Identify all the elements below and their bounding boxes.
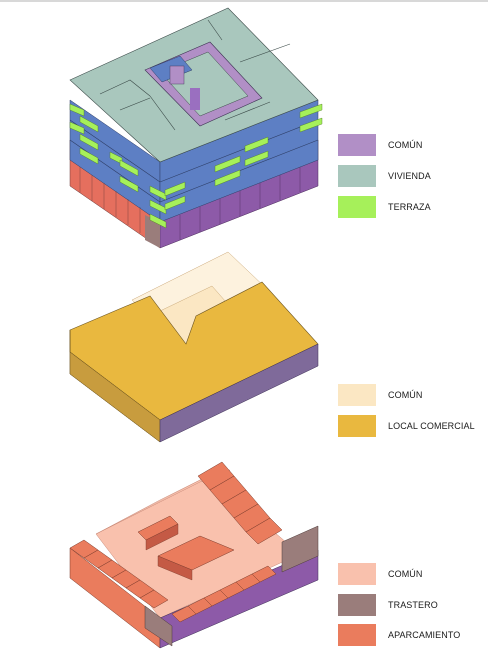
legend-label: COMÚN <box>388 390 423 400</box>
legend-swatch <box>338 563 376 585</box>
legend-swatch <box>338 165 376 187</box>
legend-label: VIVIENDA <box>388 171 431 181</box>
legend-swatch <box>338 594 376 616</box>
legend-3-trastero: TRASTERO <box>338 594 438 616</box>
legend-2-comun: COMÚN <box>338 384 423 406</box>
block1-stair-core <box>190 88 200 110</box>
legend-swatch <box>338 415 376 437</box>
residential-floors-block <box>70 8 322 248</box>
legend-label: LOCAL COMERCIAL <box>388 421 475 431</box>
legend-3-comun: COMÚN <box>338 563 423 585</box>
legend-swatch <box>338 384 376 406</box>
legend-label: TERRAZA <box>388 202 431 212</box>
legend-1-terraza: TERRAZA <box>338 196 431 218</box>
legend-1-vivienda: VIVIENDA <box>338 165 431 187</box>
commercial-ground-block <box>70 252 318 442</box>
legend-label: COMÚN <box>388 569 423 579</box>
legend-label: TRASTERO <box>388 600 438 610</box>
legend-swatch <box>338 196 376 218</box>
legend-2-local-comercial: LOCAL COMERCIAL <box>338 415 475 437</box>
parking-basement-block <box>70 462 318 648</box>
legend-label: COMÚN <box>388 140 423 150</box>
legend-3-aparcamiento: APARCAMIENTO <box>338 624 460 646</box>
legend-1-comun: COMÚN <box>338 134 423 156</box>
block1-lift-core <box>170 66 184 84</box>
legend-label: APARCAMIENTO <box>388 630 460 640</box>
legend-swatch <box>338 134 376 156</box>
legend-swatch <box>338 624 376 646</box>
